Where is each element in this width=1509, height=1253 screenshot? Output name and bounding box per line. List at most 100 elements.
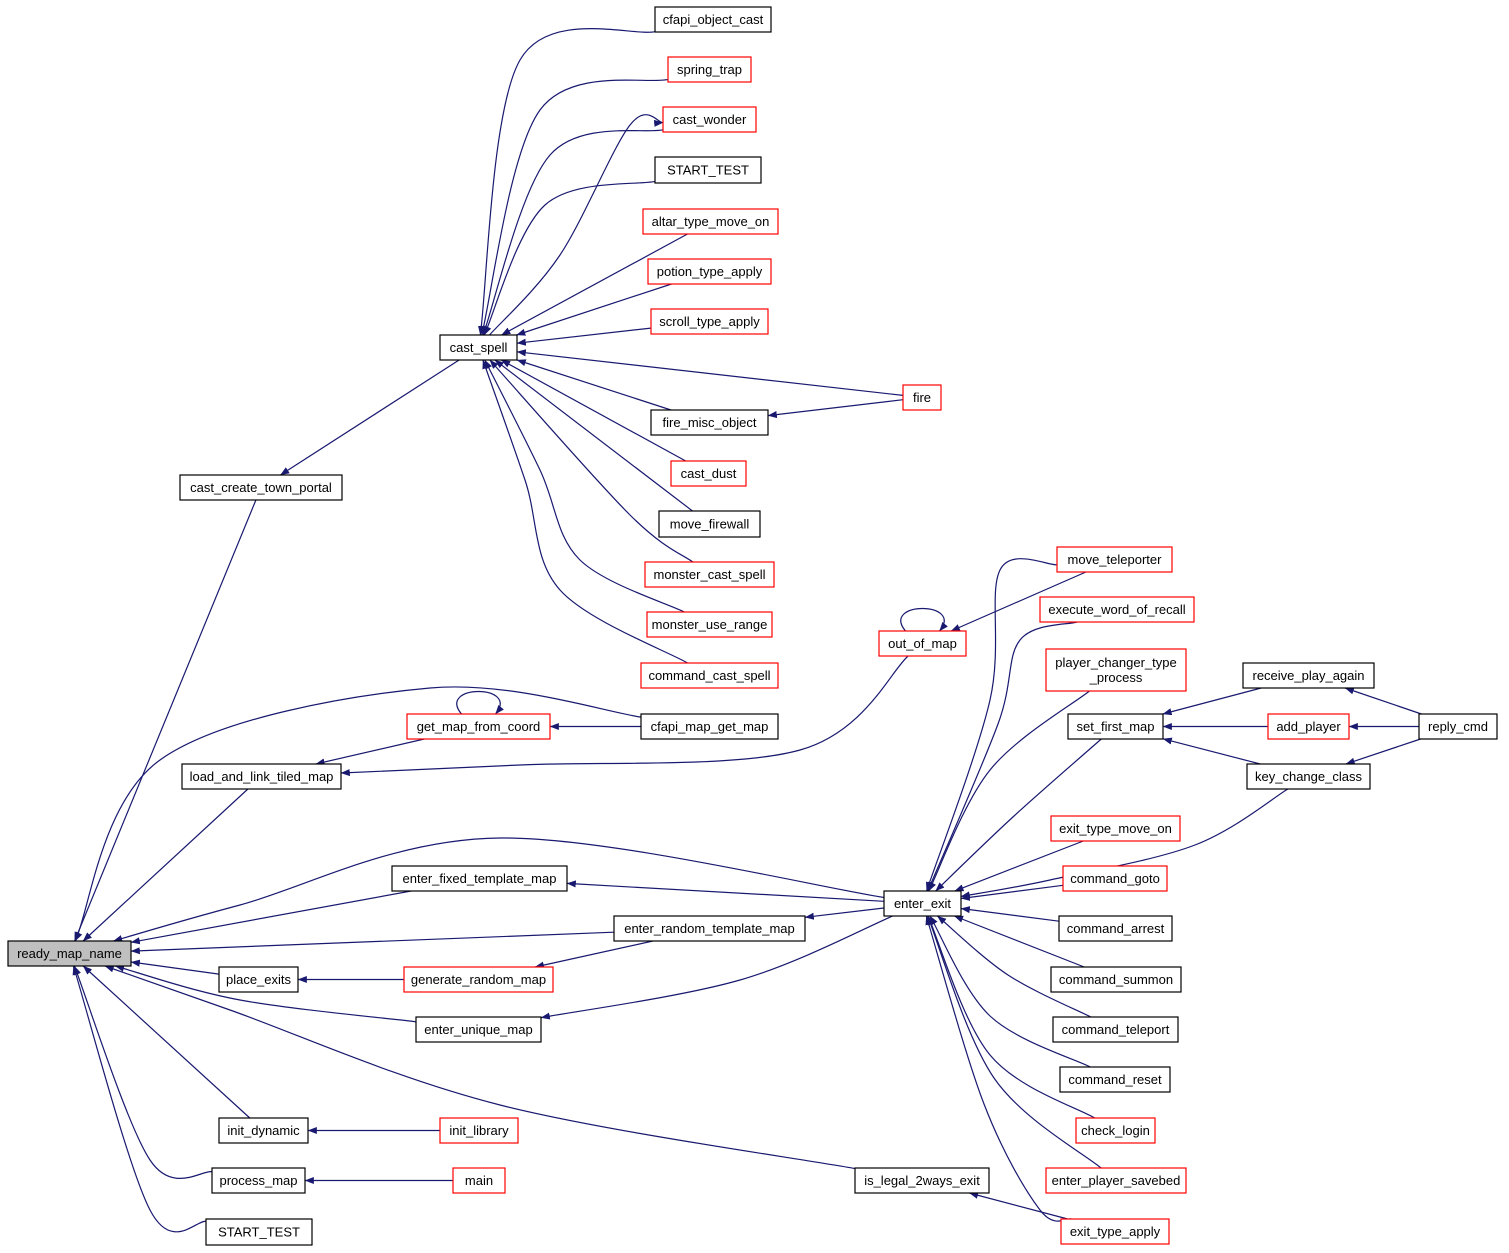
node-START_TEST_cast[interactable]: START_TEST [654,156,762,184]
edge-enter_fixed_template_map-to-ready_map_name [130,890,412,945]
node-command_cast_spell[interactable]: command_cast_spell [640,662,779,689]
node-monster_cast_spell[interactable]: monster_cast_spell [644,561,775,588]
node-generate_random_map[interactable]: generate_random_map [403,966,554,993]
node-fire[interactable]: fire [902,384,942,411]
node-box[interactable] [406,713,551,740]
node-box[interactable] [1050,815,1181,842]
node-enter_unique_map[interactable]: enter_unique_map [415,1016,542,1043]
node-player_changer_type_process[interactable]: player_changer_type_process [1045,648,1187,692]
node-box[interactable] [650,409,769,436]
node-box[interactable] [179,474,343,501]
node-cast_dust[interactable]: cast_dust [670,460,747,487]
node-box[interactable] [646,611,773,638]
node-box[interactable] [439,1117,519,1144]
node-check_login[interactable]: check_login [1075,1117,1156,1144]
node-box[interactable] [644,561,775,588]
node-box[interactable] [391,865,568,892]
node-get_map_from_coord[interactable]: get_map_from_coord [406,713,551,740]
node-enter_random_template_map[interactable]: enter_random_template_map [613,915,806,942]
node-box[interactable] [1058,915,1173,942]
node-box[interactable] [902,384,942,411]
node-box[interactable] [218,966,299,993]
node-enter_player_savebed[interactable]: enter_player_savebed [1045,1167,1187,1194]
node-box[interactable] [1039,596,1195,623]
node-box[interactable] [181,763,342,790]
node-box[interactable] [1267,713,1350,740]
node-load_and_link_tiled_map[interactable]: load_and_link_tiled_map [181,763,342,790]
node-is_legal_2ways_exit[interactable]: is_legal_2ways_exit [854,1167,990,1194]
node-spring_trap[interactable]: spring_trap [667,56,752,83]
node-scroll_type_apply[interactable]: scroll_type_apply [650,308,769,335]
node-command_goto[interactable]: command_goto [1062,865,1168,892]
node-box[interactable] [1050,966,1182,993]
node-monster_use_range[interactable]: monster_use_range [646,611,773,638]
node-command_reset[interactable]: command_reset [1059,1066,1171,1093]
node-box[interactable] [205,1218,313,1246]
node-box[interactable] [658,510,761,538]
node-START_TEST_ready[interactable]: START_TEST [205,1218,313,1246]
node-box[interactable] [439,334,518,361]
node-box[interactable] [403,966,554,993]
node-box[interactable] [1056,546,1173,573]
node-box[interactable] [1052,1016,1179,1043]
node-box[interactable] [642,208,779,235]
node-box[interactable] [640,713,779,740]
node-add_player[interactable]: add_player [1267,713,1350,740]
node-reply_cmd[interactable]: reply_cmd [1418,713,1498,740]
node-fire_misc_object[interactable]: fire_misc_object [650,409,769,436]
node-box[interactable] [1062,865,1168,892]
node-cfapi_map_get_map[interactable]: cfapi_map_get_map [640,713,779,740]
node-box[interactable] [640,662,779,689]
node-enter_fixed_template_map[interactable]: enter_fixed_template_map [391,865,568,892]
node-key_change_class[interactable]: key_change_class [1246,763,1371,790]
node-box[interactable] [211,1167,306,1194]
node-enter_exit[interactable]: enter_exit [883,890,962,917]
node-potion_type_apply[interactable]: potion_type_apply [647,258,772,285]
node-box[interactable] [654,6,772,33]
node-box[interactable] [667,56,752,83]
node-box[interactable] [1075,1117,1156,1144]
node-cfapi_object_cast[interactable]: cfapi_object_cast [654,6,772,33]
node-out_of_map[interactable]: out_of_map [878,630,967,657]
node-command_arrest[interactable]: command_arrest [1058,915,1173,942]
node-box[interactable] [218,1117,309,1144]
node-box[interactable] [1059,1066,1171,1093]
node-main[interactable]: main [452,1167,506,1194]
node-cast_create_town_portal[interactable]: cast_create_town_portal [179,474,343,501]
node-box[interactable] [1045,1167,1187,1194]
node-move_firewall[interactable]: move_firewall [658,510,761,538]
node-box[interactable] [1060,1218,1170,1245]
node-exit_type_move_on[interactable]: exit_type_move_on [1050,815,1181,842]
node-set_first_map[interactable]: set_first_map [1067,713,1164,740]
node-box[interactable] [854,1167,990,1194]
node-process_map[interactable]: process_map [211,1167,306,1194]
node-box[interactable] [1246,763,1371,790]
node-box[interactable] [654,156,762,184]
node-box[interactable] [647,258,772,285]
node-cast_spell[interactable]: cast_spell [439,334,518,361]
node-altar_type_move_on[interactable]: altar_type_move_on [642,208,779,235]
node-execute_word_of_recall[interactable]: execute_word_of_recall [1039,596,1195,623]
node-box[interactable] [670,460,747,487]
node-box[interactable] [452,1167,506,1194]
node-receive_play_again[interactable]: receive_play_again [1242,662,1375,689]
node-box[interactable] [1418,713,1498,740]
node-box[interactable] [662,106,757,133]
node-box[interactable] [650,308,769,335]
node-command_teleport[interactable]: command_teleport [1052,1016,1179,1043]
node-move_teleporter[interactable]: move_teleporter [1056,546,1173,573]
node-command_summon[interactable]: command_summon [1050,966,1182,993]
node-init_library[interactable]: init_library [439,1117,519,1144]
node-box[interactable] [1242,662,1375,689]
node-box[interactable] [613,915,806,942]
node-box[interactable] [878,630,967,657]
node-box[interactable] [1045,648,1187,692]
node-exit_type_apply[interactable]: exit_type_apply [1060,1218,1170,1245]
node-place_exits[interactable]: place_exits [218,966,299,993]
node-box[interactable] [415,1016,542,1043]
node-cast_wonder[interactable]: cast_wonder [662,106,757,133]
node-init_dynamic[interactable]: init_dynamic [218,1117,309,1144]
node-box[interactable] [1067,713,1164,740]
node-box[interactable] [883,890,962,917]
node-label: scroll_type_apply [659,314,760,329]
